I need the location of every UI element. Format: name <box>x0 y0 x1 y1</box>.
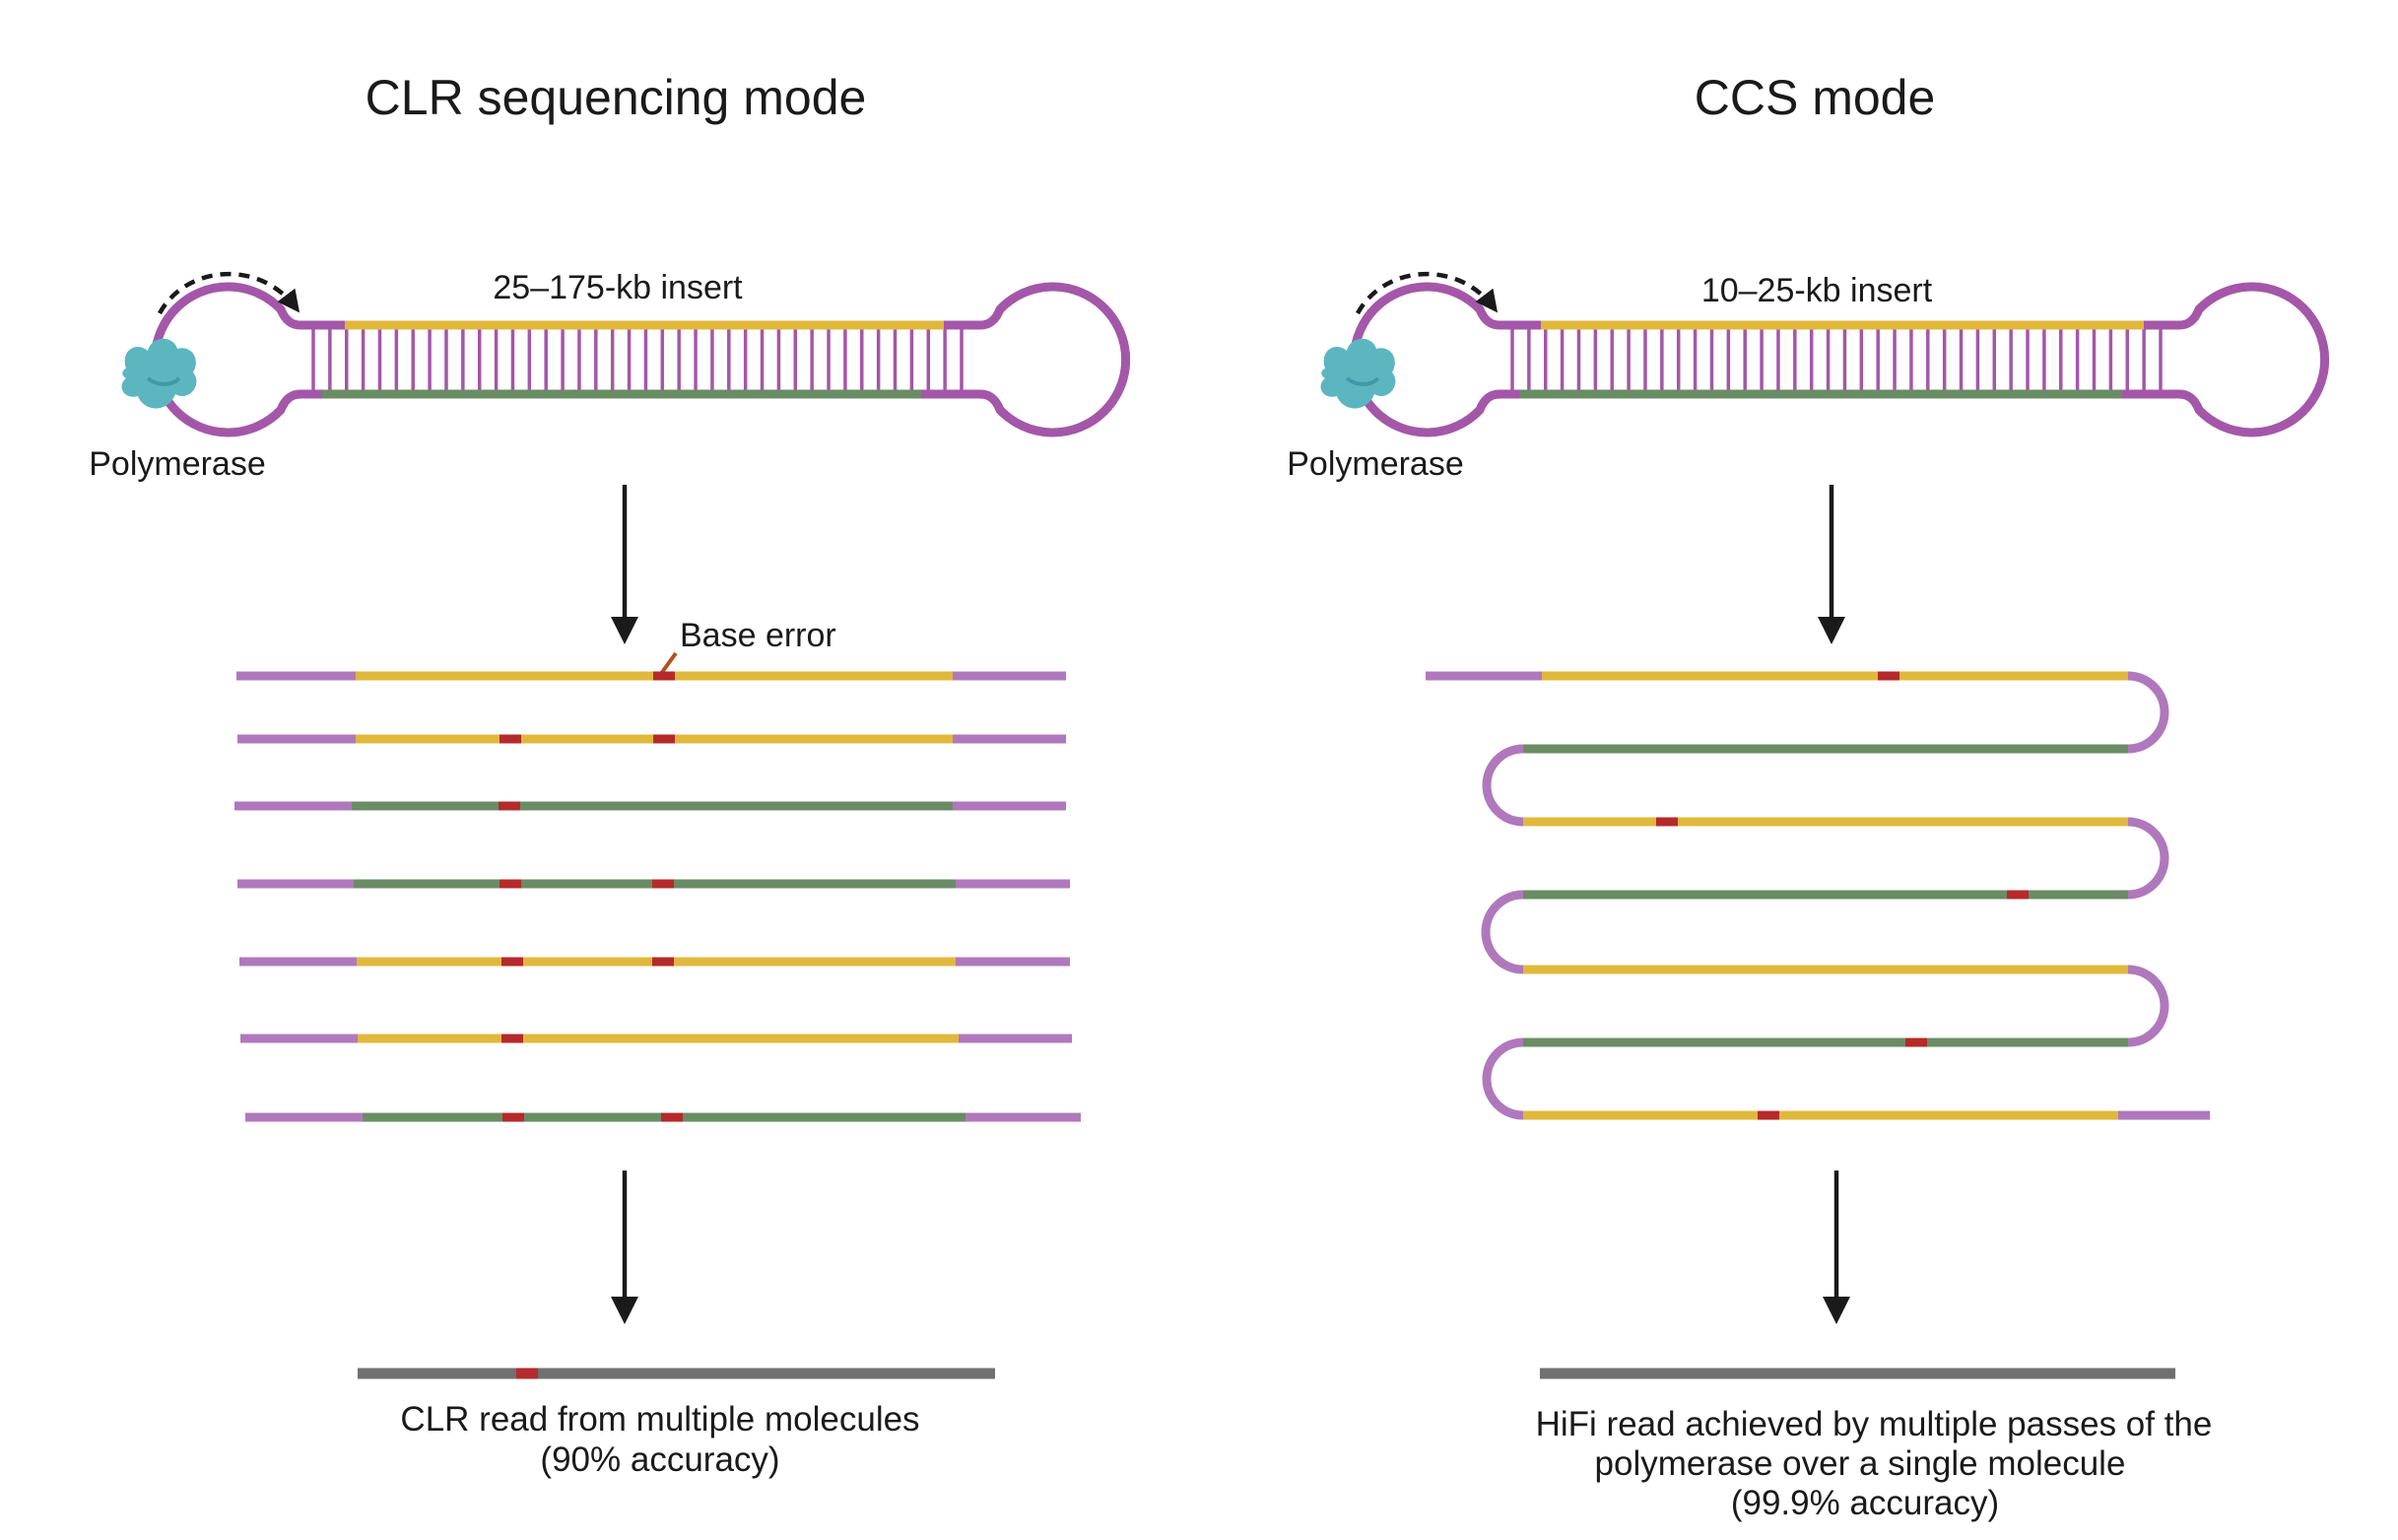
ccs-continuous-read <box>1426 671 2210 1120</box>
down-arrow-icon <box>611 617 638 644</box>
clr-smrtbell: 25–175-kb insert Polymerase <box>89 269 1131 483</box>
ccs-panel: CCS mode 10–25-kb insert Polymerase <box>1287 70 2330 1522</box>
dashed-curved-arrow-icon <box>1356 272 1499 315</box>
ccs-base-pair-rungs <box>1510 329 2163 390</box>
polymerase-blob-icon <box>1320 338 1396 409</box>
down-arrow-icon <box>1818 617 1845 644</box>
clr-title: CLR sequencing mode <box>366 70 867 125</box>
ccs-polymerase-label: Polymerase <box>1287 445 1464 483</box>
base-error-pointer <box>658 651 678 677</box>
ccs-passes <box>1523 671 2128 1120</box>
ccs-turn-left-1 <box>1482 744 1524 827</box>
ccs-turn-left-2 <box>1481 890 1524 974</box>
clr-caption-line1: CLR read from multiple molecules <box>400 1400 919 1439</box>
ccs-caption-line3: (99.9% accuracy) <box>1731 1484 1999 1522</box>
clr-caption-line2: (90% accuracy) <box>540 1440 779 1479</box>
polymerase-blob-icon <box>121 338 197 409</box>
ccs-caption-line2: polymerase over a single molecule <box>1595 1444 2126 1483</box>
ccs-title: CCS mode <box>1695 70 1936 125</box>
clr-polymerase-label: Polymerase <box>89 445 266 483</box>
ccs-turn-left-3 <box>1482 1038 1524 1120</box>
ccs-turn-right-2 <box>2127 817 2169 900</box>
ccs-smrtbell: 10–25-kb insert Polymerase <box>1287 272 2330 483</box>
clr-subreads <box>234 671 1081 1122</box>
clr-insert-label: 25–175-kb insert <box>493 269 743 306</box>
clr-base-pair-rungs <box>311 329 964 390</box>
ccs-caption-line1: HiFi read achieved by multiple passes of… <box>1536 1405 2213 1443</box>
base-error-label: Base error <box>680 617 836 654</box>
dashed-curved-arrow-icon <box>158 272 300 315</box>
down-arrow-icon <box>611 1297 638 1324</box>
down-arrow-icon <box>1823 1297 1850 1324</box>
ccs-right-hairpin <box>2140 282 2330 437</box>
ccs-insert-label: 10–25-kb insert <box>1701 272 1933 309</box>
ccs-turn-right-3 <box>2127 965 2169 1047</box>
clr-panel: CLR sequencing mode 25–175-kb insert Pol… <box>89 70 1131 1479</box>
clr-right-hairpin <box>941 282 1131 437</box>
ccs-turn-right-1 <box>2127 671 2169 754</box>
